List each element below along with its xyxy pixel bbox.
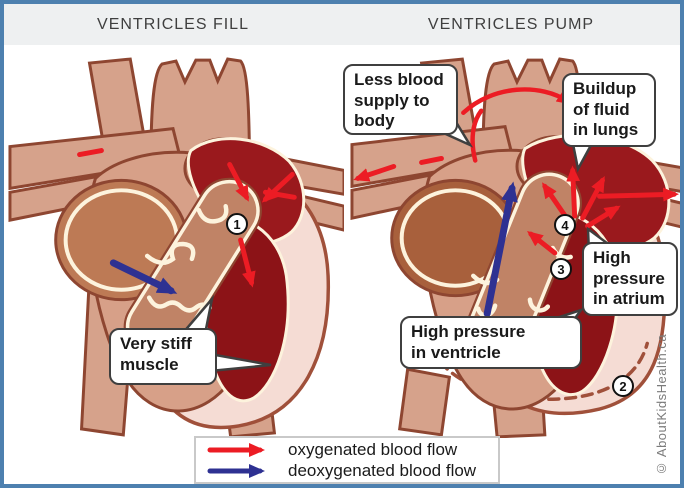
step-badge-1: 1 — [226, 213, 248, 235]
high-ventricle-callout: High pressure in ventricle — [400, 316, 582, 369]
blue-flow-arrow — [483, 181, 518, 318]
legend-row-deoxygenated: deoxygenated blood flow — [206, 461, 488, 481]
red-fan-arrow — [542, 182, 570, 221]
step-badge-4: 4 — [554, 214, 576, 236]
red-flow-dash — [419, 156, 444, 165]
red-flow-arrow — [227, 161, 250, 202]
red-flow-dash — [77, 148, 104, 158]
red-flow-arrow — [353, 163, 397, 182]
step-badge-2: 2 — [612, 375, 634, 397]
red-fan-arrow — [566, 165, 581, 219]
red-fan-arrow — [527, 230, 558, 256]
blue-arrow-icon — [207, 463, 265, 478]
legend-row-oxygenated: oxygenated blood flow — [206, 440, 488, 460]
red-arrow-icon — [207, 442, 265, 457]
buildup-callout: Buildup of fluid in lungs — [562, 73, 656, 147]
red-curved-arrow — [461, 87, 573, 116]
red-flow-dash — [262, 189, 297, 200]
red-flow-arrow — [238, 237, 256, 288]
legend: oxygenated blood flow deoxygenated blood… — [194, 436, 500, 484]
legend-label-oxygenated: oxygenated blood flow — [288, 439, 458, 459]
step-badge-3: 3 — [550, 258, 572, 280]
red-flow-arrow — [597, 187, 680, 202]
high-atrium-callout: High pressure in atrium — [582, 242, 678, 316]
red-fan-arrow — [585, 205, 621, 229]
blue-flow-arrow — [109, 259, 178, 295]
header-band: VENTRICLES FILL VENTRICLES PUMP — [4, 4, 680, 45]
left-flow-arrows-group — [77, 148, 297, 295]
red-fan-arrow — [580, 175, 605, 221]
legend-label-deoxygenated: deoxygenated blood flow — [288, 460, 477, 480]
header-right: VENTRICLES PUMP — [342, 4, 680, 45]
valve-squiggle — [196, 203, 229, 224]
enlarged-heart-dashed-outline — [429, 341, 649, 401]
header-left: VENTRICLES FILL — [4, 4, 342, 45]
left-panel-title: VENTRICLES FILL — [97, 15, 249, 33]
less-blood-callout: Less blood supply to body — [343, 64, 458, 135]
valve-squiggle — [144, 241, 196, 265]
stiff-muscle-callout: Very stiff muscle — [109, 328, 217, 385]
right-panel-title: VENTRICLES PUMP — [427, 15, 595, 33]
